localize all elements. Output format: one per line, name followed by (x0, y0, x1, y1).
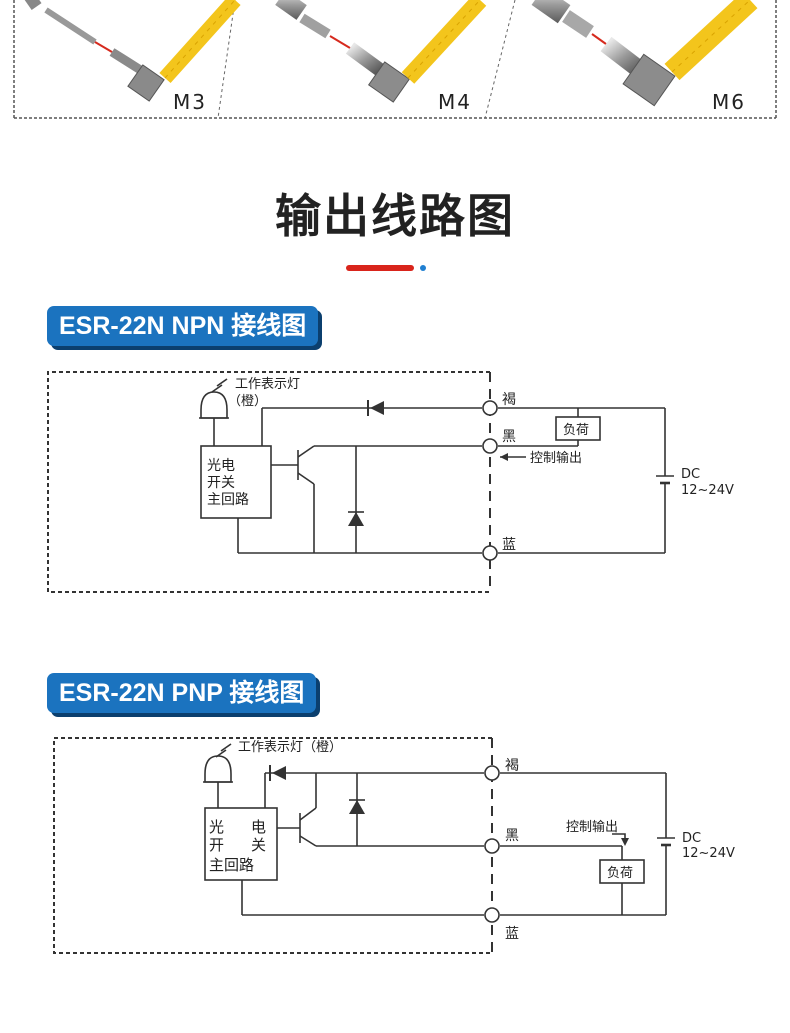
sensor-label-m6: M6 (712, 90, 746, 114)
npn-load-label: 负荷 (563, 423, 589, 438)
npn-wire-blue-label: 蓝 (502, 537, 516, 553)
sensor-label-m3: M3 (173, 90, 207, 114)
pnp-supply-voltage-label: 12~24V (682, 846, 735, 861)
pnp-circuit-label-line2: 电 (251, 818, 266, 836)
npn-wiring-diagram: 工作表示灯 （橙） 光电 开关 主回路 褐 黑 蓝 负荷 控制输出 DC 12~… (47, 371, 734, 593)
pnp-indicator-label: 工作表示灯（橙） (238, 740, 342, 755)
npn-wire-black-label: 黑 (502, 429, 516, 445)
pnp-load-label: 负荷 (607, 866, 633, 881)
npn-control-output-label: 控制输出 (530, 450, 582, 466)
npn-supply-voltage-label: 12~24V (681, 483, 734, 498)
pnp-supply-dc-label: DC (682, 831, 701, 846)
pnp-circuit-label-line3: 开 (209, 836, 224, 854)
pnp-circuit-label-line5: 主回路 (209, 856, 254, 874)
sensor-label-m4: M4 (438, 90, 472, 114)
sensor-m3-image (23, 0, 241, 102)
npn-wire-brown-label: 褐 (502, 392, 516, 408)
pnp-wire-black-label: 黑 (505, 828, 519, 844)
sensor-models-strip: M3 M4 M6 (13, 0, 777, 119)
npn-circuit-label-line1: 光电 (207, 458, 235, 474)
title-underline-red (346, 265, 414, 271)
pnp-control-output-label: 控制输出 (566, 819, 618, 835)
npn-supply-dc-label: DC (681, 467, 700, 482)
pnp-diagram-badge: ESR-22N PNP 接线图 (47, 673, 317, 713)
sensor-m4-image (275, 0, 487, 103)
sensor-m6-image (531, 0, 758, 107)
npn-circuit-label-line2: 开关 (207, 475, 235, 491)
pnp-wire-brown-label: 褐 (505, 758, 519, 774)
pnp-wire-blue-label: 蓝 (505, 926, 519, 942)
pnp-wiring-diagram: 工作表示灯（橙） 光 电 开 关 主回路 褐 黑 蓝 负荷 控制输出 DC 12… (53, 737, 735, 954)
section-title: 输出线路图 (275, 189, 515, 243)
pnp-circuit-label-line4: 关 (251, 836, 266, 854)
npn-circuit-label-line3: 主回路 (207, 492, 249, 508)
title-underline-dot (420, 265, 426, 271)
npn-indicator-label: 工作表示灯 (235, 377, 300, 392)
npn-indicator-color: （橙） (228, 394, 267, 409)
pnp-circuit-label-line1: 光 (209, 818, 224, 836)
npn-diagram-badge: ESR-22N NPN 接线图 (47, 306, 319, 346)
